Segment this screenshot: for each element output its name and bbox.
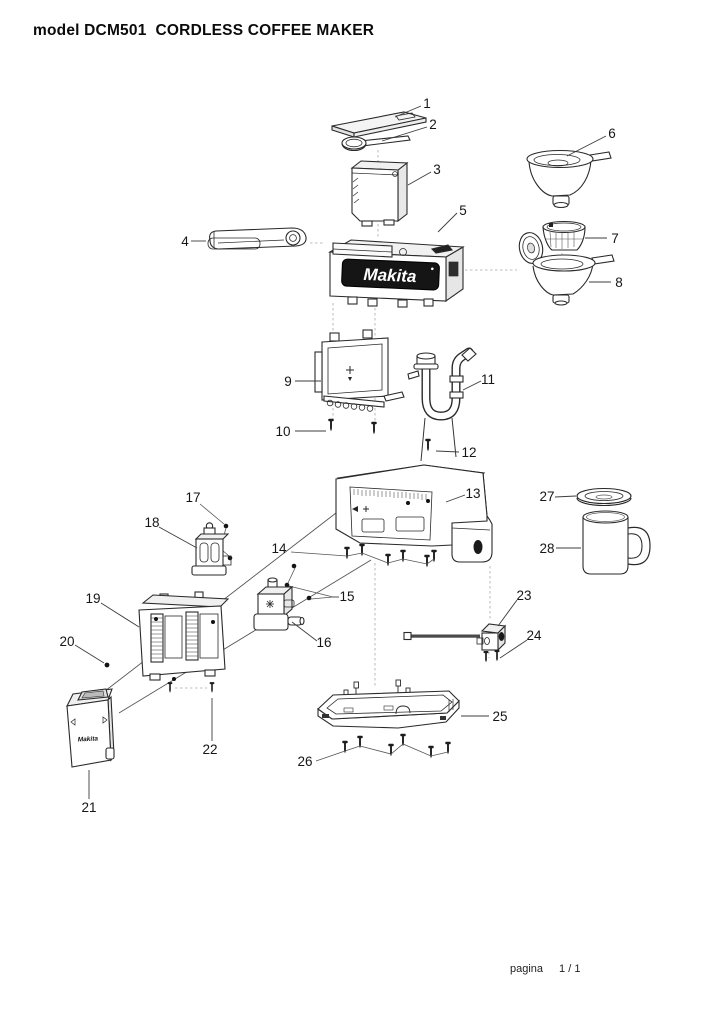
callout-19: 19 [85,591,100,606]
part-26-screws [315,733,451,762]
part-4-handle [207,227,307,250]
part-27-mug-lid [576,487,632,507]
part-20-screw [104,662,110,668]
part-3-water-tank [350,160,409,227]
part-11-u-pipe [407,347,477,462]
part-13-housing [335,464,493,563]
callout-24: 24 [526,628,542,643]
callout-4: 4 [181,234,189,249]
callout-23: 23 [516,588,531,603]
makita-logo-text-body: Makita [363,265,417,286]
callout-15: 15 [339,589,354,604]
callout-25: 25 [492,709,507,724]
callout-12: 12 [461,445,476,460]
callout-6: 6 [608,126,616,141]
part-14-screws [290,543,437,568]
part-19-battery-terminal-block [138,591,230,681]
part-5-main-body: Makita [328,239,465,308]
callout-1: 1 [423,96,431,111]
part-22-screws [167,682,215,693]
part-2-lid-insert [341,135,411,152]
page-title: model DCM501 CORDLESS COFFEE MAKER [33,22,375,39]
part-12-screw [425,438,431,452]
part-15-screws [284,563,334,601]
part-28-mug [582,510,651,575]
part-24-screws [483,650,500,663]
part-8-funnel-base [518,232,615,306]
part-16-valve-unit [253,577,305,631]
part-7-filter-basket [542,220,586,251]
callout-21: 21 [81,800,96,815]
part-18-pump [191,522,232,576]
callout-28: 28 [539,541,554,556]
callout-13: 13 [465,486,480,501]
callout-14: 14 [271,541,287,556]
callout-8: 8 [615,275,623,290]
callout-2: 2 [429,117,437,132]
part-1-tank-lid [331,111,427,138]
part-10-screws [328,418,377,435]
makita-logo-text-cover: Makita [78,735,99,743]
callout-5: 5 [459,203,467,218]
callout-numbers: 1 2 3 4 5 6 7 8 9 10 11 12 13 14 15 16 1… [59,96,622,815]
callout-17: 17 [185,490,200,505]
callout-leader-lines [74,105,611,799]
callout-9: 9 [284,374,292,389]
part-21-battery-cover: Makita [66,688,115,768]
callout-26: 26 [297,754,312,769]
footer-label: pagina [510,963,544,975]
callout-16: 16 [316,635,331,650]
callout-22: 22 [202,742,217,757]
makita-logo-plate: Makita [341,258,440,291]
callout-11: 11 [481,372,495,387]
part-6-upper-funnel [526,149,612,209]
callout-20: 20 [59,634,74,649]
part-25-base-plate [317,679,460,729]
footer-page-number: 1 / 1 [559,963,581,975]
callout-18: 18 [144,515,159,530]
callout-3: 3 [433,162,441,177]
callout-10: 10 [275,424,290,439]
page-footer: pagina 1 / 1 [510,963,580,975]
part-9-bracket-frame [314,329,405,412]
assembly-diagonal-lines [91,512,372,714]
callout-7: 7 [611,231,619,246]
part-23-switch-rod [403,623,507,652]
callout-27: 27 [539,489,554,504]
